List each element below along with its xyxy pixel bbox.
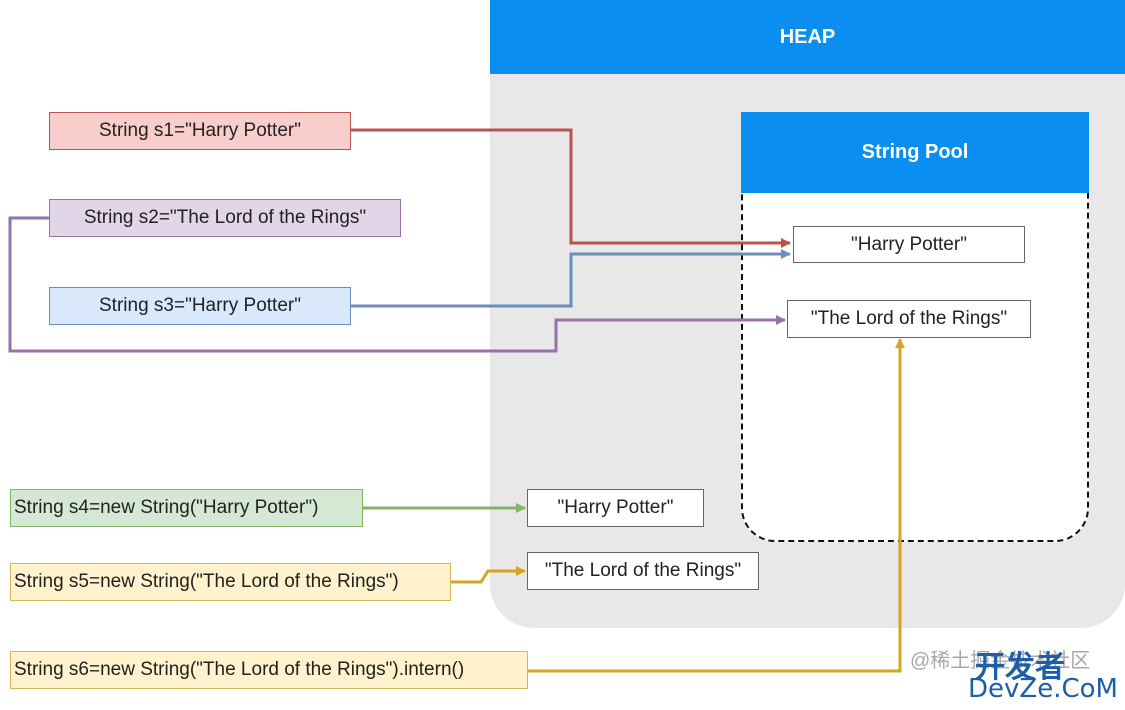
- heap-object-lord-of-the-rings: "The Lord of the Rings": [527, 552, 759, 590]
- decl-s1: String s1="Harry Potter": [49, 112, 351, 150]
- arrow-s6-to-pool: [528, 338, 905, 673]
- arrow-s3-to-pool: [351, 249, 791, 308]
- watermark-brand-cn: 开发者: [975, 651, 1065, 684]
- decl-s2: String s2="The Lord of the Rings": [49, 199, 401, 237]
- arrow-s1-to-pool: [351, 128, 791, 248]
- string-pool-header: String Pool: [741, 112, 1089, 193]
- decl-s3: String s3="Harry Potter": [49, 287, 351, 325]
- decl-s6: String s6=new String("The Lord of the Ri…: [10, 651, 528, 689]
- heap-object-harry-potter: "Harry Potter": [527, 489, 704, 527]
- watermark-site: @稀土掘金技术社区: [910, 650, 1091, 672]
- pool-entry-lord-of-the-rings: "The Lord of the Rings": [787, 300, 1031, 338]
- watermark-brand-en: DevZe.CoM: [968, 674, 1118, 704]
- pool-entry-harry-potter: "Harry Potter": [793, 226, 1025, 263]
- string-pool-area: [741, 150, 1089, 542]
- decl-s5: String s5=new String("The Lord of the Ri…: [10, 563, 451, 601]
- arrow-s2-to-pool: [8, 216, 786, 353]
- heap-header: HEAP: [490, 0, 1125, 74]
- arrow-s5-to-heap: [451, 566, 526, 584]
- decl-s4: String s4=new String("Harry Potter"): [10, 489, 363, 527]
